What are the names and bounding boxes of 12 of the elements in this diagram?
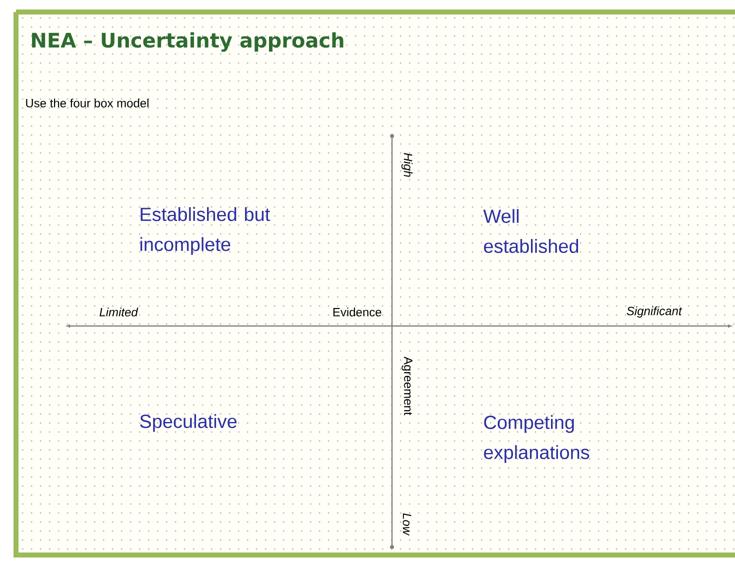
title: NEA – Uncertainty approach [32,32,344,52]
axis-label: Evidence [333,308,382,316]
quadrant-label: Speculative [140,414,237,432]
axis-label: Limited [100,308,138,316]
quadrant-label: Competing explanations [484,415,590,463]
axis-label: Low [402,513,412,536]
instruction-text: Use the four box model [26,98,148,108]
quadrant-label: Well established [483,209,578,253]
quadrant-label: Established but incomplete [140,207,270,255]
axis-label: Significant [626,306,682,318]
axis-label: Agreement [402,356,412,416]
axis-label: High [401,153,413,177]
